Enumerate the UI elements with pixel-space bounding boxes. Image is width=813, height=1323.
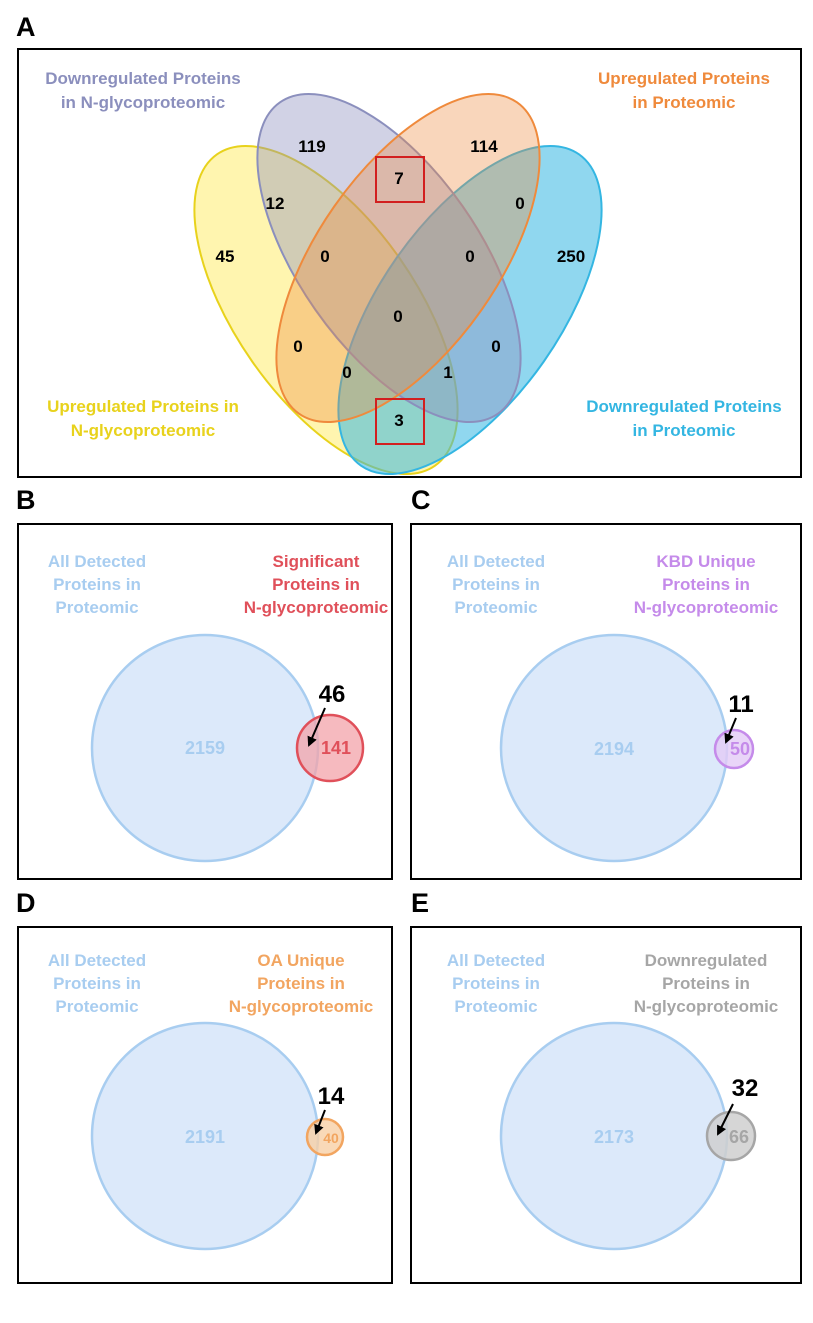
overlap-count-c: 11 [728, 691, 753, 718]
set-up-prot [275, 93, 541, 423]
highlight-box-7 [375, 156, 425, 203]
count-up-nglyco-down-prot: 3 [394, 411, 403, 430]
label-all-detected-d-line3: Proteomic [55, 997, 138, 1016]
panel-e-frame [410, 926, 802, 1284]
label-up-prot-line2: in Proteomic [633, 93, 736, 112]
label-down-nglyco-line2: in N-glycoproteomic [61, 93, 225, 112]
label-significant-line1: Significant [273, 552, 360, 571]
label-downregulated-line1: Downregulated [645, 951, 768, 970]
label-down-prot-line2: in Proteomic [633, 421, 736, 440]
panel-c-frame [410, 523, 802, 880]
label-all-detected-b-line3: Proteomic [55, 598, 138, 617]
overlap-count-d: 14 [318, 1083, 345, 1110]
overlap-count-b: 46 [319, 681, 346, 708]
label-kbd-unique-line3: N-glycoproteomic [634, 598, 779, 617]
label-up-nglyco-line1: Upregulated Proteins in [47, 397, 239, 416]
label-all-detected-e-line1: All Detected [447, 951, 545, 970]
count-three-way-right: 0 [465, 247, 474, 266]
label-kbd-unique-line1: KBD Unique [656, 552, 755, 571]
count-down-nglyco-only: 119 [298, 137, 325, 156]
count-up-prot-only: 114 [470, 137, 498, 156]
count-three-way-bottom-right: 1 [443, 363, 452, 382]
count-down-prot-only: 250 [557, 247, 585, 266]
circle-significant [295, 713, 365, 783]
label-all-detected-e-line2: Proteins in [452, 974, 540, 993]
label-down-prot-line1: Downregulated Proteins [586, 397, 782, 416]
label-down-nglyco-line1: Downregulated Proteins [45, 69, 241, 88]
label-kbd-unique-line2: Proteins in [662, 575, 750, 594]
count-kbd-unique: 50 [730, 739, 750, 759]
panel-a-letter: A [16, 12, 36, 42]
panel-b-frame [17, 523, 393, 880]
overlap-arrow-c [724, 717, 737, 744]
panel-b-letter: B [16, 485, 36, 515]
count-all-detected-c: 2194 [594, 739, 634, 759]
label-all-detected-c-line1: All Detected [447, 552, 545, 571]
count-up-nglyco-only: 45 [216, 247, 235, 266]
panel-a-frame [17, 48, 802, 478]
label-up-prot-line1: Upregulated Proteins [598, 69, 770, 88]
count-up-nglyco-down-nglyco: 12 [266, 194, 285, 213]
label-all-detected-b-line1: All Detected [48, 552, 146, 571]
count-all-detected-d: 2191 [185, 1127, 225, 1147]
circle-downregulated [705, 1110, 757, 1162]
count-all-four: 0 [393, 307, 402, 326]
panel-d-frame [17, 926, 393, 1284]
count-down-nglyco-up-prot: 7 [394, 169, 403, 188]
panel-d-letter: D [16, 888, 36, 918]
label-all-detected-d-line2: Proteins in [53, 974, 141, 993]
overlap-arrow-b [307, 707, 326, 747]
overlap-count-e: 32 [732, 1075, 759, 1102]
label-all-detected-e-line3: Proteomic [454, 997, 537, 1016]
count-up-nglyco-up-prot: 0 [293, 337, 302, 356]
panel-e-letter: E [411, 888, 429, 918]
panel-c-letter: C [411, 485, 431, 515]
overlap-arrow-e [717, 1103, 734, 1136]
label-significant-line2: Proteins in [272, 575, 360, 594]
overlap-arrow-d [314, 1109, 326, 1135]
label-all-detected-c-line2: Proteins in [452, 575, 540, 594]
highlight-box-3 [375, 398, 425, 445]
label-downregulated-line3: N-glycoproteomic [634, 997, 779, 1016]
label-all-detected-d-line1: All Detected [48, 951, 146, 970]
count-down-nglyco-down-prot: 0 [491, 337, 500, 356]
count-oa-unique: 40 [323, 1130, 339, 1146]
label-downregulated-line2: Proteins in [662, 974, 750, 993]
label-up-nglyco-line2: N-glycoproteomic [71, 421, 216, 440]
count-three-way-left: 0 [320, 247, 329, 266]
count-significant: 141 [321, 738, 351, 758]
count-three-way-bottom-left: 0 [342, 363, 351, 382]
count-downregulated: 66 [729, 1127, 749, 1147]
count-up-prot-down-prot: 0 [515, 194, 524, 213]
label-oa-unique-line1: OA Unique [257, 951, 344, 970]
label-significant-line3: N-glycoproteomic [244, 598, 389, 617]
label-oa-unique-line2: Proteins in [257, 974, 345, 993]
venn-four-set [193, 93, 603, 475]
label-oa-unique-line3: N-glycoproteomic [229, 997, 374, 1016]
count-all-detected-e: 2173 [594, 1127, 634, 1147]
label-all-detected-c-line3: Proteomic [454, 598, 537, 617]
count-all-detected-b: 2159 [185, 738, 225, 758]
label-all-detected-b-line2: Proteins in [53, 575, 141, 594]
set-down-nglyco [256, 93, 522, 423]
